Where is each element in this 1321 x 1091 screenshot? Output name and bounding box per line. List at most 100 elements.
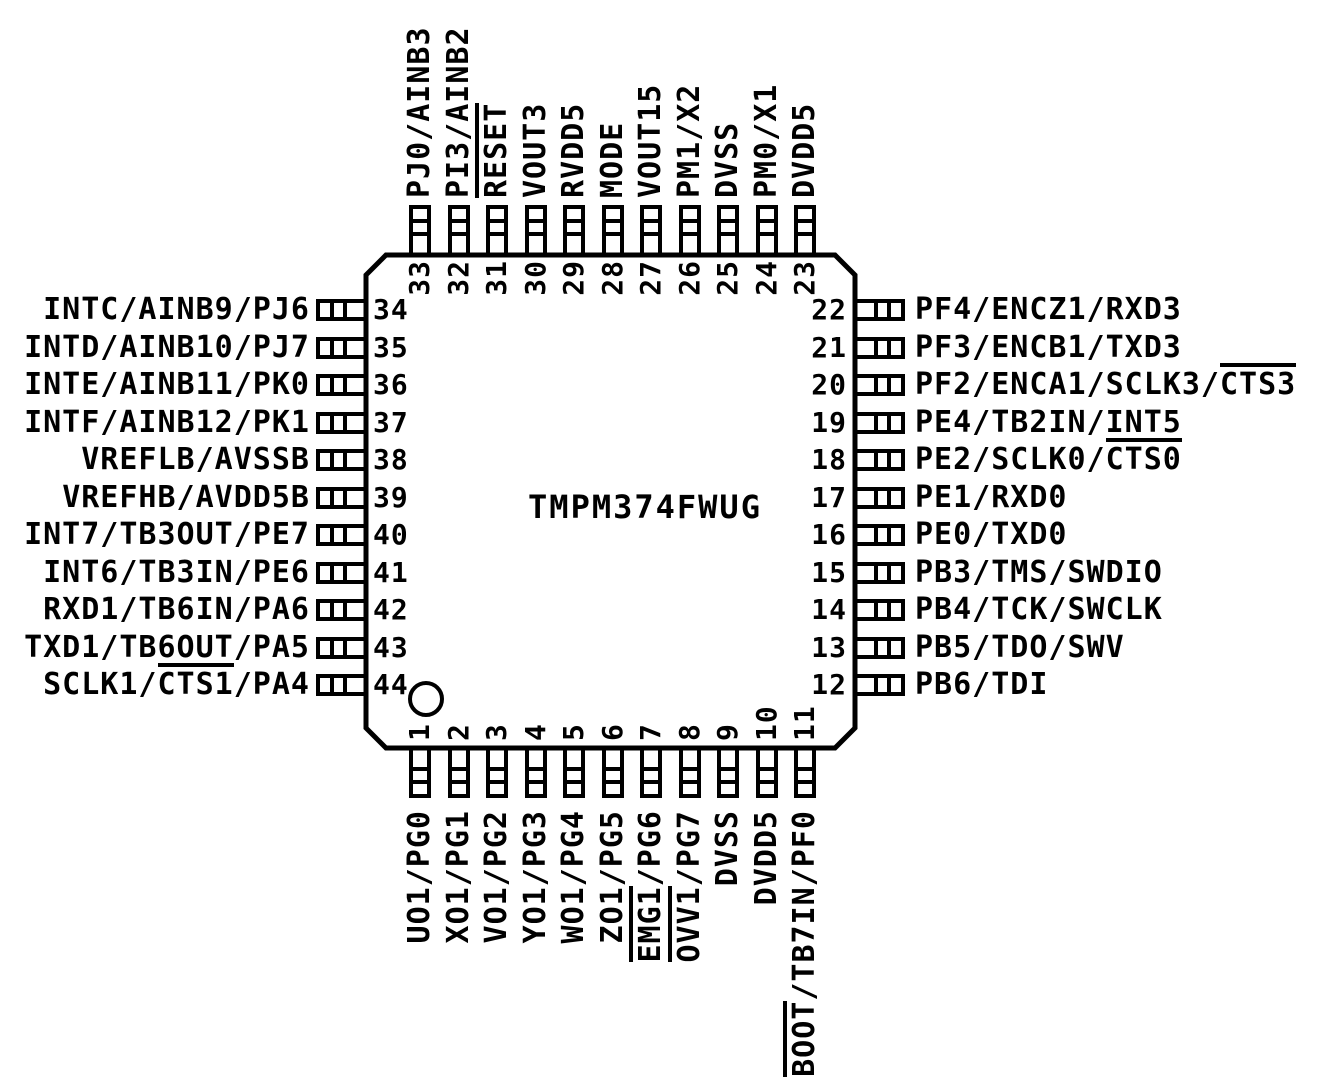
- pin-bend-line: [451, 780, 466, 784]
- pin-signal: PF3/ENCB1/TXD3: [915, 329, 1182, 365]
- pin-44-label: SCLK1/CTS1/PA4: [0, 663, 310, 702]
- pin-signal: /PG6: [633, 810, 668, 887]
- pin-bend-line: [343, 603, 347, 617]
- pin-signal: MODE: [594, 121, 630, 198]
- pin-17-number: 17: [811, 480, 847, 514]
- pin-bend-line: [343, 678, 347, 692]
- pin-bend-line: [887, 340, 891, 355]
- pin-bend-line: [887, 603, 891, 617]
- pin-bend-line: [721, 232, 735, 236]
- pin-bend-line: [798, 219, 812, 223]
- pin-14-label: PB4/TCK/SWCLK: [915, 595, 1163, 625]
- pin-15-label: PB3/TMS/SWDIO: [915, 557, 1163, 588]
- pin-28-label: MODE: [594, 0, 630, 198]
- pin-signal: SCLK1/: [43, 667, 158, 702]
- pin-signal: PM1/X2: [671, 83, 707, 198]
- pin-2-label: XO1/PG1: [441, 810, 476, 1091]
- pin-4-label: YO1/PG3: [518, 810, 553, 1091]
- pin-4-number: 4: [518, 723, 552, 741]
- pin-bend-line: [887, 303, 891, 317]
- pin-signal: ZO1/PG5: [594, 810, 630, 944]
- pin-bend-line: [721, 219, 735, 223]
- pin-27-label: VOUT15: [633, 0, 668, 198]
- pin-32-label: PI3/AINB2: [441, 0, 476, 198]
- pin-bend-line: [330, 453, 334, 467]
- pin-23-label: DVDD5: [787, 0, 822, 198]
- pin-21-number: 21: [811, 330, 847, 364]
- pin-bend-line: [644, 780, 658, 784]
- pin-34-label: INTC/AINB9/PJ6: [0, 295, 310, 325]
- pin-bend-line: [343, 640, 347, 655]
- pin-bend-line: [759, 219, 774, 223]
- pin-signal: PE4/TB2IN/INT5: [915, 404, 1182, 440]
- pin-10: [755, 746, 778, 798]
- pin-bend-line: [682, 767, 697, 771]
- pin-6-number: 6: [595, 723, 629, 741]
- pin-bend-line: [343, 528, 347, 542]
- pin-20-label: PF2/ENCA1/SCLK3/CTS3: [915, 363, 1297, 402]
- pin-42-label: RXD1/TB6IN/PA6: [0, 595, 310, 625]
- pin-12-number: 12: [811, 668, 847, 701]
- pin-20-number: 20: [811, 368, 847, 401]
- pin-signal: PE0/TXD0: [915, 517, 1068, 552]
- pin-3-label: VO1/PG2: [479, 810, 514, 1091]
- pin-bend-line: [330, 490, 334, 505]
- pin-signal: PE1/RXD0: [915, 479, 1068, 515]
- pin-42-number: 42: [373, 593, 409, 626]
- pin-bend-line: [343, 490, 347, 505]
- pin-bend-line: [567, 780, 581, 784]
- pin-44-number: 44: [373, 668, 409, 701]
- pin-bend-line: [451, 232, 466, 236]
- chip-title: TMPM374FWUG: [528, 488, 762, 526]
- pin-38-label: VREFLB/AVSSB: [0, 445, 310, 475]
- pin-41-label: INT6/TB3IN/PE6: [0, 554, 310, 590]
- pin-bend-line: [887, 565, 891, 580]
- pin-1-label: UO1/PG0: [402, 810, 437, 1091]
- pin-19-number: 19: [811, 405, 847, 439]
- pin-bend-line: [528, 780, 543, 784]
- pin-bend-line: [490, 780, 504, 784]
- pin-signal: PE2/SCLK0/: [915, 442, 1106, 477]
- pin-19-label: PE4/TB2IN/INT5: [915, 404, 1182, 440]
- pin-bend-line: [874, 340, 878, 355]
- pin-signal-active-low: CTS3: [1219, 363, 1297, 402]
- pin-bend-line: [644, 232, 658, 236]
- pin-24-label: PM0/X1: [749, 0, 784, 198]
- pin-bend-line: [343, 378, 347, 392]
- pin-bend-line: [605, 219, 620, 223]
- pin-signal: PJ0/AINB3: [402, 26, 437, 198]
- pin-22-number: 22: [811, 293, 847, 326]
- pin-signal: INTD/AINB10/PJ7: [24, 329, 310, 365]
- pin-7-label: EMG1/PG6: [629, 810, 668, 1091]
- pin-43-label: TXD1/TB6OUT/PA5: [0, 629, 310, 665]
- pin-21-label: PF3/ENCB1/TXD3: [915, 329, 1182, 365]
- pin-41-number: 41: [373, 555, 409, 589]
- pin-signal-active-low: BOOT: [783, 1000, 822, 1077]
- pin-31-label: RESET: [475, 0, 514, 198]
- pin-signal: INT6/TB3IN/PE6: [43, 554, 310, 590]
- pin-signal: INT7/TB3OUT/PE7: [24, 517, 310, 552]
- pin-26-label: PM1/X2: [671, 0, 707, 198]
- pin-bend-line: [887, 378, 891, 392]
- pin-bend-line: [343, 453, 347, 467]
- pin-bend-line: [567, 232, 581, 236]
- pin-bend-line: [528, 232, 543, 236]
- pin-signal: PB5/TDO/SWV: [915, 629, 1125, 665]
- pin-bend-line: [343, 565, 347, 580]
- pin-18-number: 18: [811, 443, 847, 476]
- pin-signal: /PA4: [233, 667, 310, 702]
- pin-40-label: INT7/TB3OUT/PE7: [0, 520, 310, 550]
- pin-16-label: PE0/TXD0: [915, 520, 1068, 550]
- pin-bend-line: [721, 780, 735, 784]
- pin-signal: TXD1/TB6OUT/PA5: [24, 629, 310, 665]
- pin-bend-line: [528, 219, 543, 223]
- pin-bend-line: [644, 219, 658, 223]
- pin-35-number: 35: [373, 330, 409, 364]
- pin-18-label: PE2/SCLK0/CTS0: [915, 438, 1182, 477]
- pin-bend-line: [644, 767, 658, 771]
- pin-signal: /TB7IN/PF0: [787, 810, 822, 1001]
- pin-bend-line: [874, 603, 878, 617]
- pin1-marker-icon: [408, 681, 444, 717]
- pin-bend-line: [330, 603, 334, 617]
- pin-36-label: INTE/AINB11/PK0: [0, 370, 310, 400]
